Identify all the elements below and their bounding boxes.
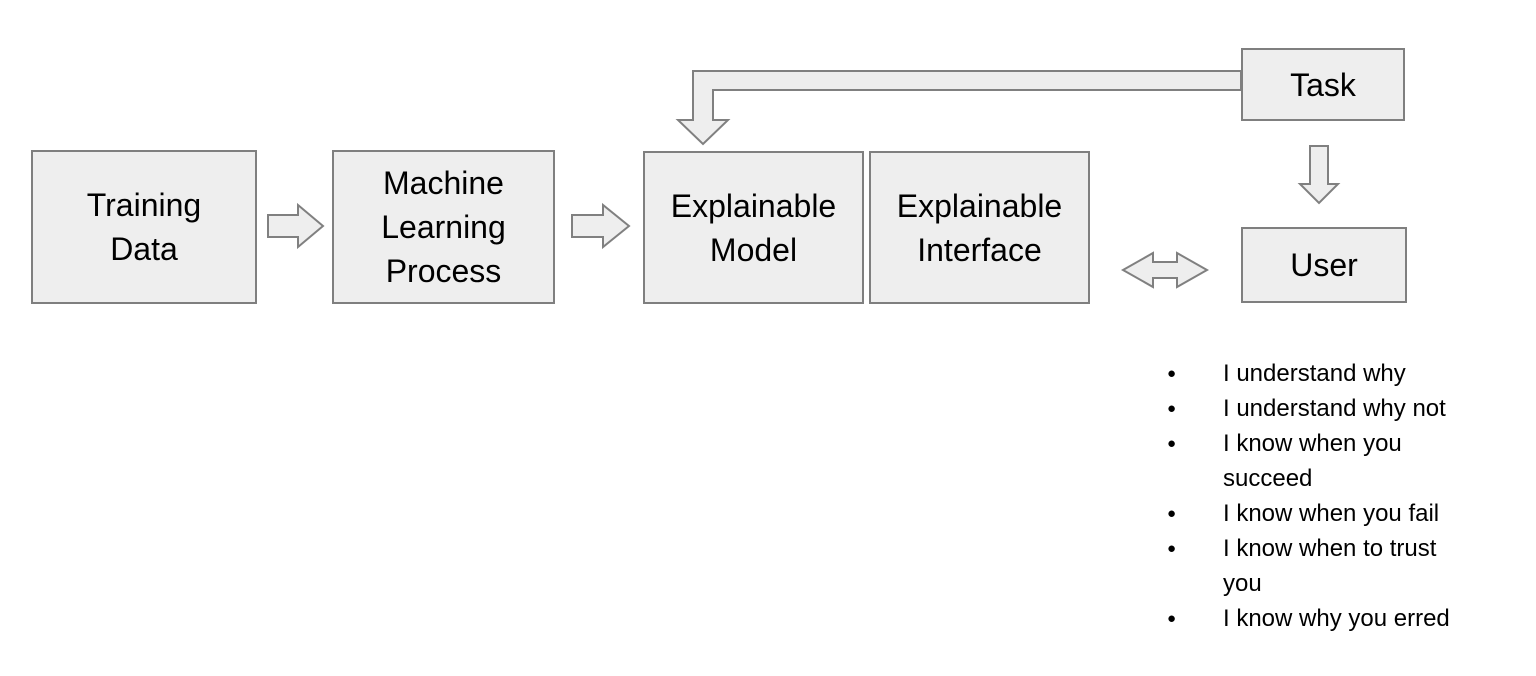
- user-statement-item: I know when to trust you: [1165, 531, 1495, 601]
- arrow-task-to-model-bent-icon: [675, 70, 1242, 146]
- user-statement-item: I know when you succeed: [1165, 426, 1495, 496]
- user-statement-item: I understand why: [1165, 356, 1495, 391]
- node-explainable-interface: Explainable Interface: [869, 151, 1090, 304]
- arrow-training-to-ml-icon: [267, 202, 325, 250]
- node-machine-learning-process: Machine Learning Process: [332, 150, 555, 304]
- node-user: User: [1241, 227, 1407, 303]
- user-statement-item: I know when you fail: [1165, 496, 1495, 531]
- user-statement-item: I know why you erred: [1165, 601, 1495, 636]
- arrow-ml-to-model-icon: [571, 202, 631, 250]
- arrow-task-to-user-icon: [1297, 145, 1341, 205]
- node-task: Task: [1241, 48, 1405, 121]
- arrow-interface-user-bidirectional-icon: [1120, 251, 1210, 289]
- node-explainable-model: Explainable Model: [643, 151, 864, 304]
- user-statement-item: I understand why not: [1165, 391, 1495, 426]
- user-statements-list: I understand why I understand why not I …: [1165, 356, 1495, 636]
- node-training-data: Training Data: [31, 150, 257, 304]
